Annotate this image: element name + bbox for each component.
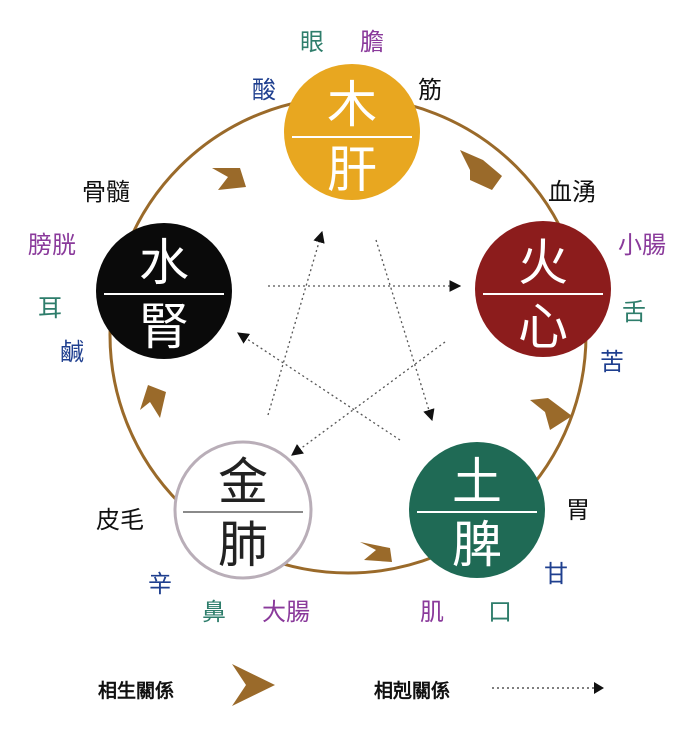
attr-metal-large-intestine: 大腸 [262,598,310,626]
attr-metal-skin-hair: 皮毛 [96,506,144,534]
control-line-fire-metal [291,341,446,456]
attr-water-bladder: 膀胱 [28,231,76,259]
organ-char-kidney: 腎 [139,298,189,356]
attr-fire-bitter: 苦 [600,348,624,376]
attr-wood-gallbladder: 膽 [360,28,384,56]
generating-arrowhead-fire-earth [530,398,572,430]
element-char-metal: 金 [218,453,268,511]
attr-fire-small-intestine: 小腸 [618,231,666,259]
element-circle-wood [284,64,420,200]
legend-controlling-label: 相剋關係 [374,680,451,702]
attr-earth-muscle: 肌 [420,598,444,626]
attr-wood-sour: 酸 [252,76,276,104]
organ-char-lung: 肺 [218,516,268,574]
element-circle-water [96,223,232,359]
generating-arrowhead-wood-fire [460,150,502,190]
element-circle-earth [409,442,545,578]
attr-metal-nose: 鼻 [202,598,226,626]
attr-water-bone-marrow: 骨髓 [82,178,130,206]
element-char-earth: 土 [452,453,502,511]
element-char-water: 水 [139,234,189,292]
organ-char-heart: 心 [518,298,568,356]
generating-arrowhead-water-wood [212,168,246,190]
control-line-metal-wood [267,230,325,416]
attr-fire-tongue: 舌 [622,298,646,326]
legend-controlling-arrow-icon [594,682,604,694]
generating-arrowhead-metal-water [140,385,166,418]
attr-wood-eye: 眼 [300,28,324,56]
control-line-wood-earth [375,239,435,422]
attr-water-salty: 鹹 [60,338,84,366]
legend-generating-label: 相生關係 [98,680,175,702]
attr-fire-blood-vessel: 血湧 [548,178,596,206]
organ-char-spleen: 脾 [452,516,502,574]
attr-earth-mouth: 口 [488,598,512,626]
attr-earth-sweet: 甘 [544,560,568,588]
control-line-earth-water [237,332,401,441]
element-char-fire: 火 [518,234,568,292]
attr-wood-tendon: 筋 [418,76,442,104]
attr-earth-stomach: 胃 [566,496,590,524]
generating-arrowhead-earth-metal [360,542,392,562]
attr-metal-pungent: 辛 [148,570,172,598]
legend-generating-arrow-icon [232,664,275,706]
element-char-wood: 木 [327,76,377,134]
element-circle-fire [475,221,611,357]
organ-char-liver: 肝 [327,141,377,199]
element-circle-metal [173,440,313,580]
attr-water-ear: 耳 [38,294,62,322]
